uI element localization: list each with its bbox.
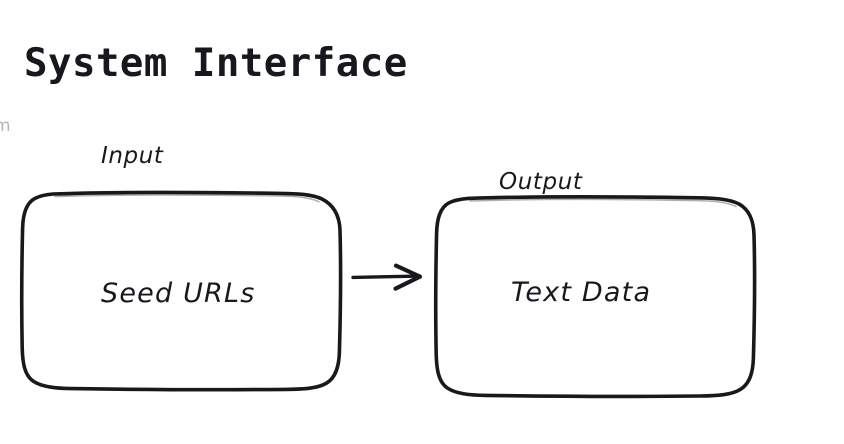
output-node-caption: Output (499, 169, 583, 195)
clipped-text-fragment: m (0, 116, 11, 136)
input-to-output-arrow[interactable] (351, 263, 423, 291)
output-node-label: Text Data (511, 277, 652, 308)
input-node-caption: Input (101, 143, 164, 169)
page-title: System Interface (24, 41, 408, 86)
output-node-shape[interactable] (433, 194, 757, 399)
input-node-shape[interactable] (19, 190, 343, 392)
input-node-label: Seed URLs (101, 278, 256, 309)
